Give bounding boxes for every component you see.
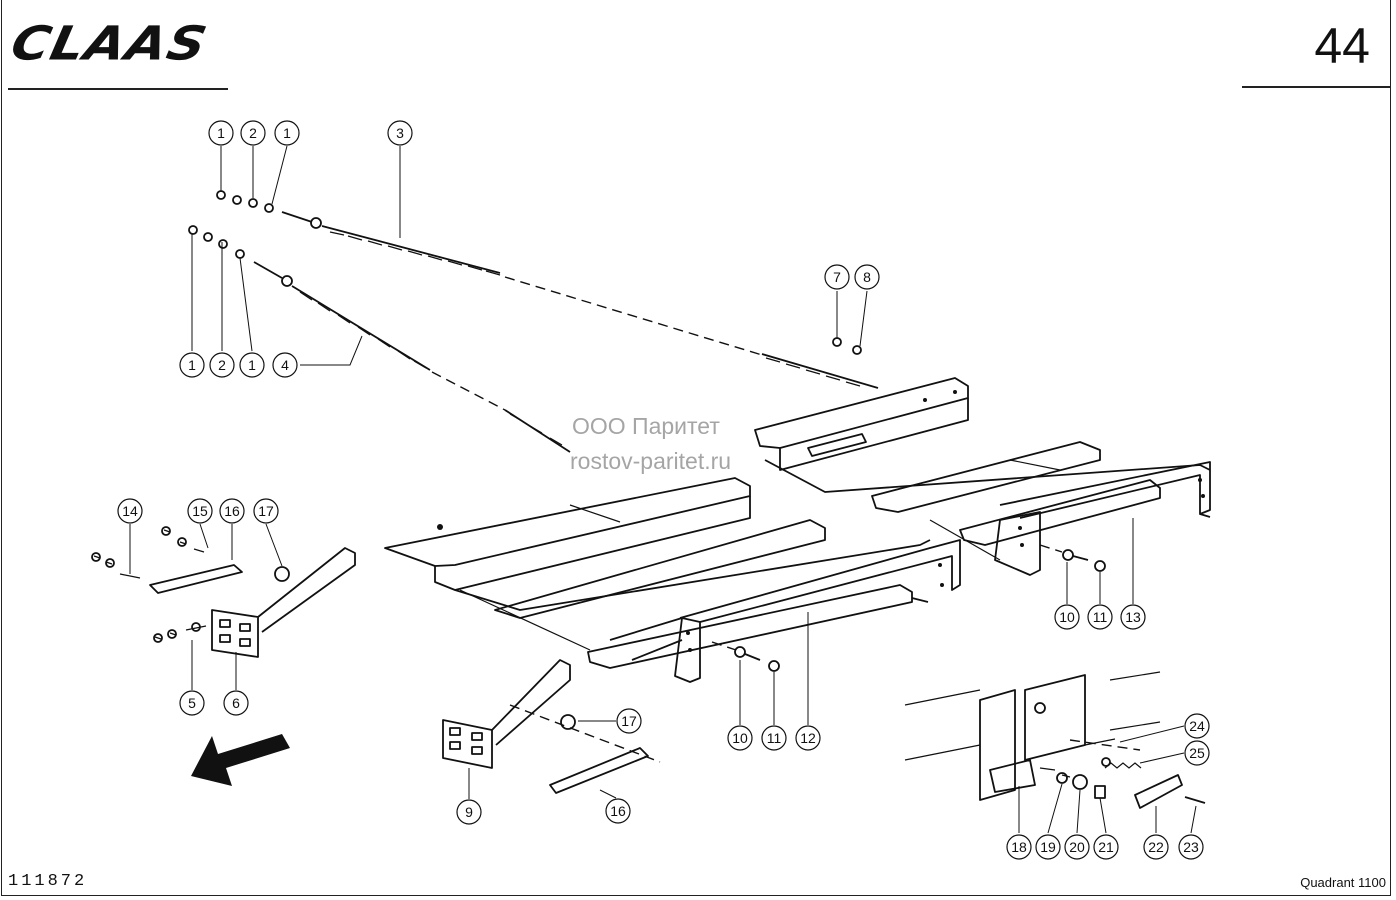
callout: 14 xyxy=(122,503,138,519)
frame-front xyxy=(384,477,961,683)
page-number: 44 xyxy=(1314,18,1370,74)
callout: 24 xyxy=(1189,718,1205,734)
callout: 1 xyxy=(188,357,196,373)
header-rule-left xyxy=(8,88,228,90)
detail-inset xyxy=(904,671,1206,809)
bracket-assembly-left xyxy=(91,526,356,658)
chain-upper xyxy=(281,211,879,389)
callout: 25 xyxy=(1189,745,1205,761)
callout: 6 xyxy=(232,695,240,711)
header-rule-right xyxy=(1242,86,1390,88)
bracket-assembly-center xyxy=(442,659,661,794)
direction-arrow xyxy=(191,734,290,786)
callout: 11 xyxy=(1093,609,1108,625)
callout: 3 xyxy=(396,125,404,141)
chain-lower xyxy=(253,261,571,453)
callout: 8 xyxy=(863,269,871,285)
callout: 23 xyxy=(1183,839,1199,855)
callout: 10 xyxy=(732,730,748,746)
callout: 1 xyxy=(248,357,256,373)
watermark-url: rostov-paritet.ru xyxy=(570,448,732,474)
callouts: 1 2 1 3 1 2 1 1 2 1 4 7 8 14 xyxy=(117,120,1210,860)
callout: 16 xyxy=(224,503,240,519)
callout: 20 xyxy=(1069,839,1085,855)
callout: 13 xyxy=(1125,609,1141,625)
frame-rear xyxy=(754,377,1211,576)
callout: 12 xyxy=(800,730,816,746)
callout: 19 xyxy=(1040,839,1056,855)
callout: 7 xyxy=(833,269,841,285)
drawing-number: 111872 xyxy=(8,872,88,891)
callout: 2 xyxy=(218,357,226,373)
chain-fasteners xyxy=(188,190,862,355)
callout: 17 xyxy=(621,713,637,729)
callout: 22 xyxy=(1148,839,1164,855)
callout: 2 xyxy=(249,125,257,141)
callout: 4 xyxy=(281,357,289,373)
callout: 21 xyxy=(1098,839,1114,855)
callout: 5 xyxy=(188,695,196,711)
model-name: Quadrant 1100 xyxy=(1300,875,1386,890)
callout: 11 xyxy=(767,730,782,746)
callout-leaders xyxy=(129,145,1197,834)
watermark-company: ООО Паритет xyxy=(572,413,720,439)
callout: 9 xyxy=(465,804,473,820)
callout: 17 xyxy=(258,503,274,519)
callout: 1 xyxy=(283,125,291,141)
callout: 16 xyxy=(610,803,626,819)
callout: 1 xyxy=(217,125,225,141)
callout: 10 xyxy=(1059,609,1075,625)
callout: 18 xyxy=(1011,839,1027,855)
frame-bolts xyxy=(711,544,1106,672)
callout: 15 xyxy=(192,503,208,519)
